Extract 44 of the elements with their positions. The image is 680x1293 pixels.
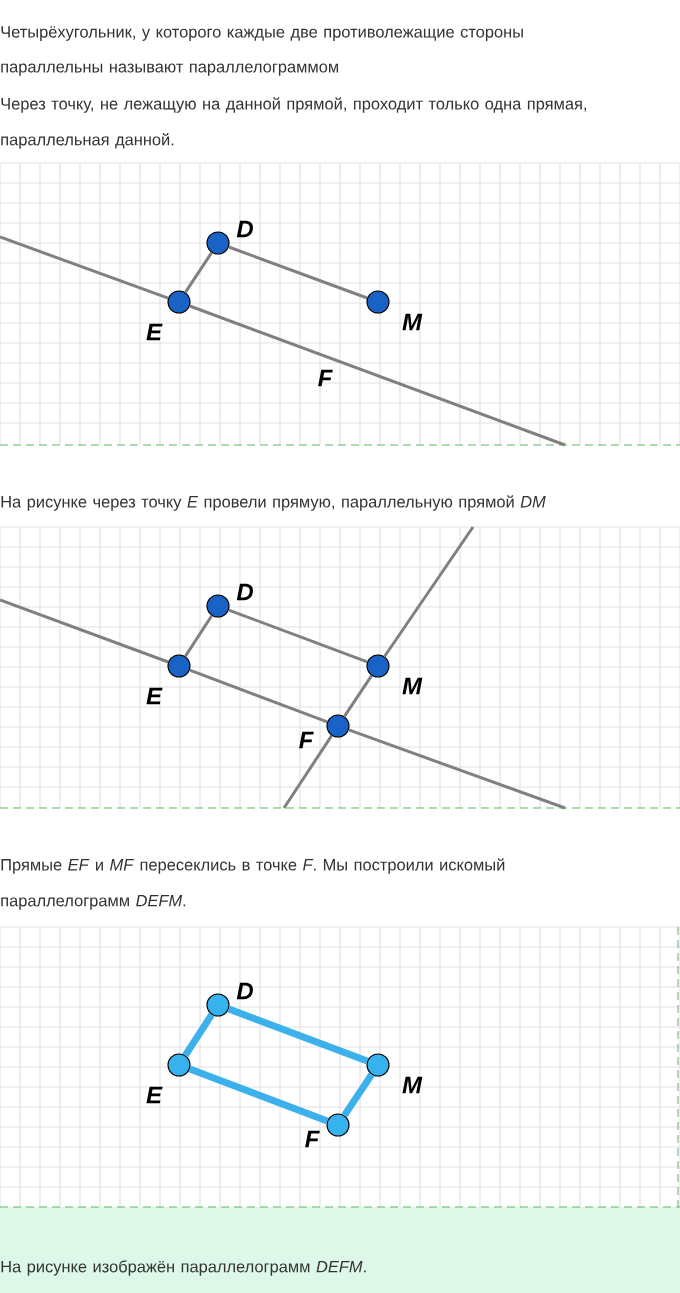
- point-label: M: [402, 313, 423, 331]
- point-label: E: [146, 323, 163, 341]
- line-segment: [189, 304, 566, 447]
- point-label: D: [236, 220, 253, 238]
- line-segment: [0, 235, 169, 300]
- point-label: D: [236, 982, 253, 1000]
- point-label: M: [402, 677, 423, 695]
- line-segment: [348, 728, 566, 810]
- point-dot: [366, 290, 390, 314]
- point-label: E: [146, 687, 163, 705]
- line-segment: [341, 1072, 375, 1118]
- point-label: F: [318, 369, 333, 387]
- line-segment: [228, 608, 368, 664]
- point-dot: [366, 1053, 390, 1077]
- point-dot: [206, 231, 230, 255]
- line-segment: [228, 245, 368, 300]
- point-dot: [167, 1053, 191, 1077]
- paragraph: Через точку, не лежащую на данной прямой, проходит только одна прямая, параллельная данной.: [1, 97, 587, 149]
- line-segment: [227, 1005, 369, 1065]
- line-segment: [189, 668, 328, 724]
- point-label: F: [299, 731, 314, 749]
- paragraph: Четырёхугольник, у которого каждые две противолежащие стороны параллельны называют параллелограммом: [1, 26, 523, 76]
- point-dot: [326, 714, 350, 738]
- line-segment: [0, 598, 169, 664]
- line-segment: [282, 734, 333, 809]
- point-label: D: [236, 583, 253, 601]
- line-segment: [383, 526, 475, 658]
- line-segment: [182, 1012, 215, 1058]
- point-label: E: [146, 1086, 163, 1104]
- point-label: F: [305, 1130, 320, 1148]
- point-dot: [167, 290, 191, 314]
- point-dot: [167, 654, 191, 678]
- line-segment: [184, 251, 213, 294]
- point-dot: [206, 594, 230, 618]
- point-label: M: [402, 1076, 423, 1094]
- line-segment: [343, 674, 373, 718]
- paragraph: Прямые EF и MF пересеклись в точке F. Мы построили искомый параллелограмм DEFM.: [1, 858, 505, 910]
- point-dot: [326, 1113, 350, 1137]
- line-segment: [188, 1065, 329, 1125]
- point-dot: [366, 654, 390, 678]
- paragraph: На рисунке изображён параллелограмм DEFM.: [1, 1260, 366, 1276]
- point-dot: [206, 993, 230, 1017]
- paragraph: На рисунке через точку E провели прямую, параллельную прямой DM: [1, 495, 546, 511]
- line-segment: [184, 614, 213, 658]
